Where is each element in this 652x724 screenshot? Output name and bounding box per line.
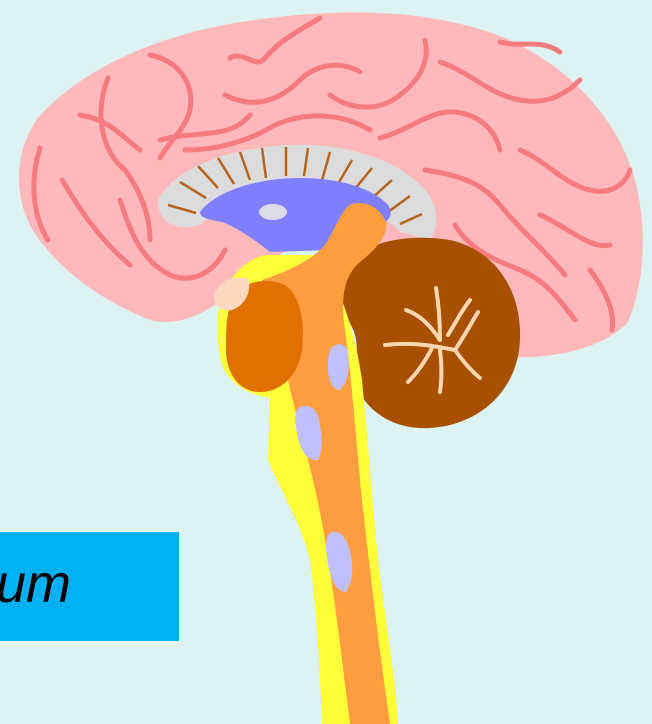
interthalamic-adhesion (259, 204, 287, 220)
cerebellum (341, 238, 520, 428)
label-box: um (0, 532, 179, 641)
label-text: um (0, 554, 71, 614)
